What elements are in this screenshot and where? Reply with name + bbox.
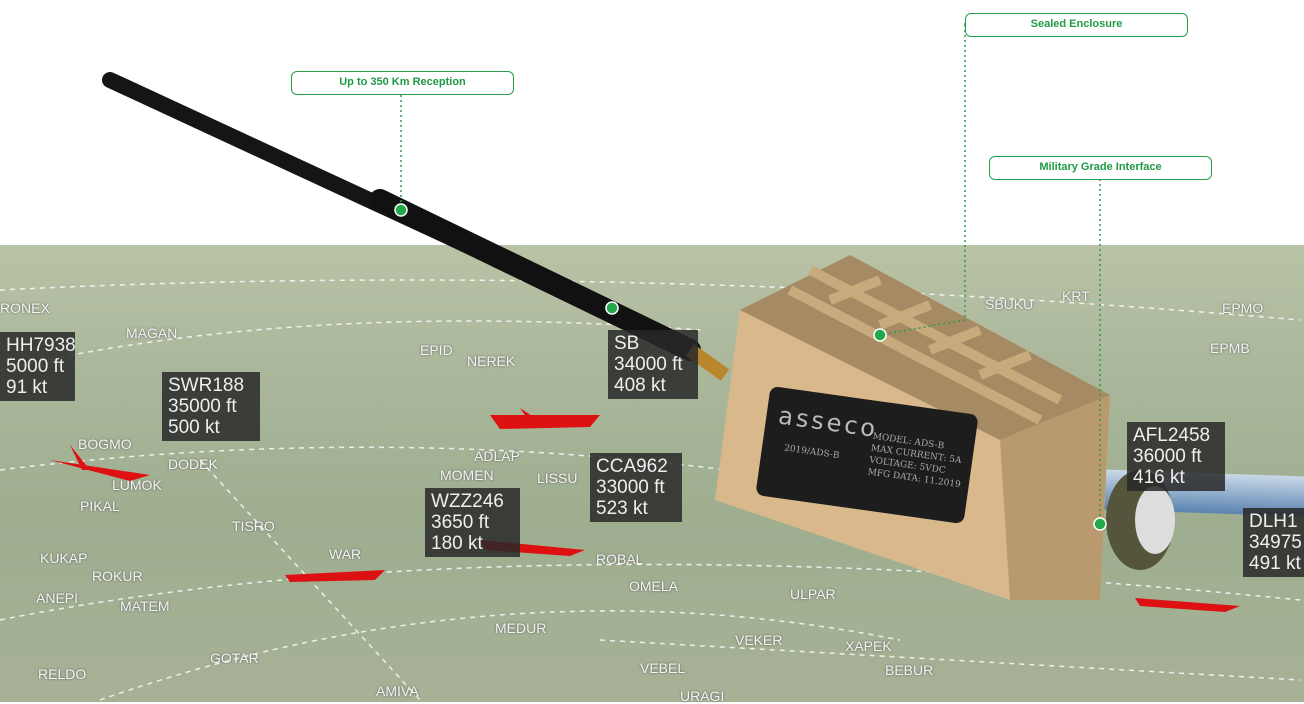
waypoint-label: BEBUR [885,662,934,678]
callsign: SB [614,333,640,354]
waypoint-label: VEBEL [640,660,686,676]
hotspot-dot [605,301,619,315]
waypoint-label: GOTAR [210,650,259,666]
speed: 91 kt [6,377,48,398]
waypoint-label: LISSU [537,470,578,486]
waypoint-label: ADLAP [474,448,520,464]
waypoint-label: EPMB [1210,340,1250,356]
waypoint-label: EPMO [1222,300,1264,316]
waypoint-label: RELDO [38,666,87,682]
aircraft-icon [285,570,385,582]
waypoint-label: URAGI [680,688,725,704]
waypoint-label: NEREK [467,353,516,369]
callout-reception[interactable]: Up to 350 Km Reception [291,71,514,95]
altitude: 3650 ft [431,512,490,533]
waypoint-label: WAR [329,546,362,562]
callsign: CCA962 [596,456,668,477]
speed: 491 kt [1249,553,1301,574]
hotspot-dot [394,203,408,217]
callsign: AFL2458 [1133,425,1211,446]
waypoint-label: LUMOK [112,477,162,493]
waypoint-label: DODEK [168,456,218,472]
waypoint-label: OMELA [629,578,679,594]
callsign: WZZ246 [431,491,504,512]
callsign: SWR188 [168,375,245,396]
aircraft-icon [50,445,150,481]
speed: 180 kt [431,533,483,554]
waypoint-label: KUKAP [40,550,88,566]
waypoint-label: MEDUR [495,620,547,636]
waypoint-label: MOMEN [440,467,494,483]
callsign: HH7938 [6,335,76,356]
altitude: 33000 ft [596,477,665,498]
hotspot-dot [1093,517,1107,531]
speed: 500 kt [168,417,220,438]
waypoint-label: ROKUR [92,568,143,584]
callsign: DLH1 [1249,511,1298,532]
hotspot-dot [873,328,887,342]
waypoint-label: PIKAL [80,498,120,514]
waypoint-label: MATEM [120,598,170,614]
speed: 523 kt [596,498,648,519]
aircraft-icon [490,408,600,429]
altitude: 34975 [1249,532,1302,553]
waypoint-label: RONEX [0,300,50,316]
callout-sealed-enclosure[interactable]: Sealed Enclosure [965,13,1188,37]
waypoint-label: BOGMO [78,436,132,452]
waypoint-label: MAGAN [126,325,178,341]
speed: 408 kt [614,375,666,396]
altitude: 34000 ft [614,354,683,375]
waypoint-label: ULPAR [790,586,836,602]
waypoint-label: EPID [420,342,453,358]
waypoint-label: XAPEK [845,638,892,654]
waypoint-label: ANEPI [36,590,79,606]
speed: 416 kt [1133,467,1185,488]
altitude: 5000 ft [6,356,65,377]
altitude: 36000 ft [1133,446,1202,467]
waypoint-label: AMIVA [376,683,419,699]
waypoint-label: ROBAL [596,551,644,567]
waypoint-label: KRT [1062,288,1090,304]
callout-military-interface[interactable]: Military Grade Interface [989,156,1212,180]
altitude: 35000 ft [168,396,237,417]
waypoint-label: VEKER [735,632,783,648]
aircraft-icon [1135,598,1240,612]
